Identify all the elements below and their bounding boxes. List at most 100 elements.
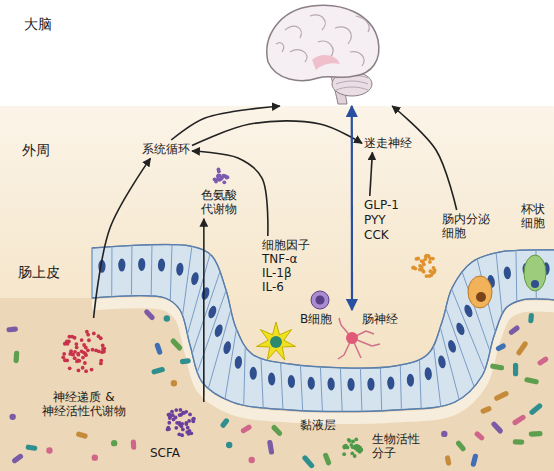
molecule-dot (432, 270, 436, 274)
molecule-dot (222, 174, 226, 178)
node-text: TNF-α (262, 252, 297, 266)
cell-border (170, 245, 172, 301)
bacterium-rod (301, 454, 315, 469)
molecule-dot (344, 444, 348, 448)
node-text: 肠内分泌细胞 (442, 212, 494, 241)
bacterium-rod (219, 417, 230, 429)
epithelium-edge (92, 245, 554, 369)
cell-nucleus (207, 305, 218, 320)
molecule-dot (180, 433, 184, 437)
cell-nucleus (287, 375, 295, 388)
brain-ground (0, 0, 554, 106)
flow-arrow (94, 158, 151, 318)
cell-nucleus (531, 280, 539, 288)
cell-nucleus (503, 266, 511, 279)
b-cell (311, 291, 329, 309)
cell-border (446, 308, 474, 387)
node-text: PYY (364, 213, 386, 228)
cell-border (281, 363, 283, 410)
cell-nucleus (98, 260, 105, 273)
cell-nucleus (176, 262, 184, 276)
molecule-dot (351, 445, 355, 449)
node-text: SCFA (150, 446, 180, 460)
neuron-process (366, 331, 374, 334)
cell-nucleus (327, 377, 335, 390)
bacterium-rod (474, 430, 486, 441)
bacterium-rod (524, 377, 539, 385)
cell-border (496, 253, 502, 314)
molecule-dot (186, 426, 190, 430)
molecule-dot (75, 359, 79, 363)
bacterium-coccus (111, 440, 117, 446)
bacterium-rod (240, 424, 253, 434)
dendritic-cell (257, 322, 296, 360)
molecule-dot (86, 333, 90, 337)
cell-label: 杯状细胞 (521, 202, 549, 231)
node-text: 迷走神经 (364, 136, 412, 150)
tryptophan-dots (213, 168, 230, 185)
brain-gyrus (310, 15, 325, 30)
flow-arrow (192, 121, 362, 146)
molecule-dot (73, 336, 77, 340)
cell-border (111, 247, 112, 297)
bacterium-rod (493, 390, 509, 402)
molecule-dot (102, 347, 106, 351)
region-label: 肠上皮 (18, 264, 60, 281)
molecule-dot (68, 366, 72, 370)
molecule-dot (66, 342, 70, 346)
neuron-process (339, 318, 341, 325)
molecule-dot (68, 352, 72, 356)
molecule-dot (62, 352, 66, 356)
brain-drawing (267, 5, 379, 104)
cell-nucleus (200, 286, 211, 301)
cell-nucleus (476, 292, 486, 302)
bacterium-rod (13, 350, 19, 363)
bacterium-rod (151, 366, 165, 375)
brain-gyrus (350, 52, 364, 66)
node-text: IL-6 (262, 280, 284, 294)
bacterium-rod (76, 431, 89, 439)
molecule-dot (428, 260, 432, 264)
flow-arrow (171, 106, 280, 140)
label-holder: 外周 (22, 142, 50, 159)
brain-gyrus (276, 43, 284, 52)
molecule-dot (351, 439, 355, 443)
molecule-dot (359, 448, 363, 452)
molecule-dot (187, 432, 191, 436)
cell-nucleus (213, 323, 224, 338)
molecule-dot (187, 419, 191, 423)
vagus-label: 迷走神经 (362, 134, 414, 152)
cytokine-group: 细胞因子TNF-αIL-1βIL-6 (260, 236, 312, 296)
limbic-area (312, 55, 340, 70)
molecule-dot (168, 415, 172, 419)
bacterium-rod (490, 363, 505, 371)
bacterium-coccus (441, 431, 447, 437)
bacterium-rod (170, 337, 184, 351)
bacterium-rod (445, 455, 452, 466)
cell-border (197, 290, 226, 372)
bacterium-rod (515, 340, 528, 356)
bacterium-rod (513, 439, 525, 445)
bacterium-rod (143, 308, 156, 321)
cell-border (515, 250, 517, 301)
molecule-dot (428, 274, 432, 278)
molecule-dot (431, 257, 435, 261)
molecule-dot (74, 342, 78, 346)
cell-border (151, 245, 153, 296)
neuron-soma (346, 332, 358, 344)
brain-gyrus (335, 27, 351, 44)
bacterium-rod (508, 324, 521, 335)
cell-nucleus (347, 378, 355, 391)
enteroendocrine-cell: 肠内分泌细胞 (440, 210, 496, 243)
molecule-dot (418, 264, 422, 268)
molecule-dot (355, 448, 359, 452)
cell-nucleus (190, 272, 200, 286)
enteric-neuron: 肠神经 (338, 310, 410, 362)
cerebrum (267, 5, 379, 80)
flow-arrow (392, 106, 456, 210)
bacterium-rod (180, 358, 191, 365)
molecule-dot (65, 358, 69, 362)
cell-nucleus (222, 341, 232, 355)
molecule-dot (175, 421, 179, 425)
